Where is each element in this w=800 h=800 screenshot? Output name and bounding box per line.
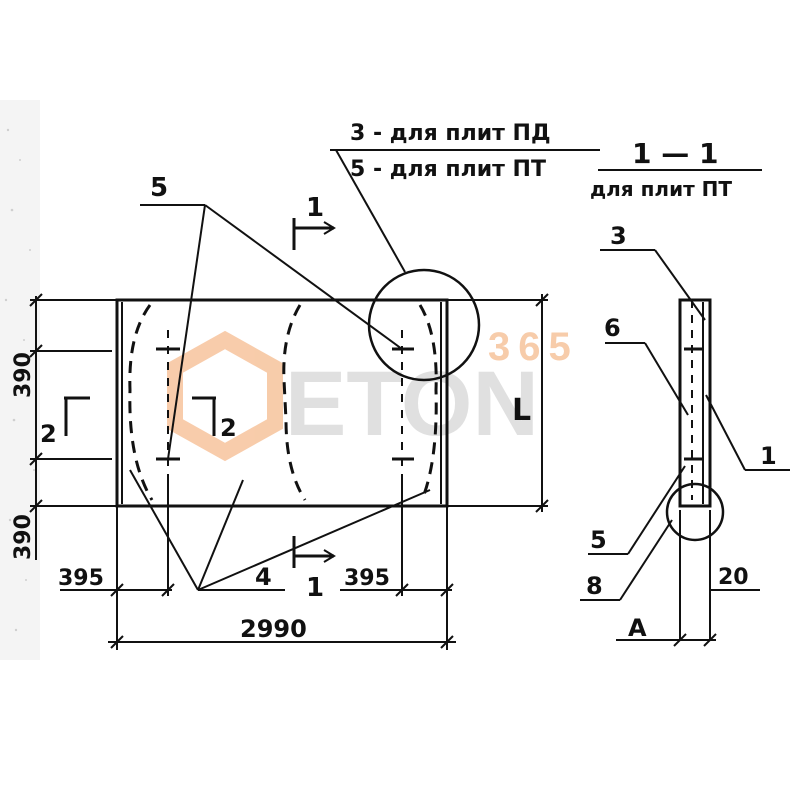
scan-noise: [0, 100, 40, 660]
plan-view: [115, 298, 449, 508]
section-callout-3: 3: [610, 222, 627, 250]
section-title: 1 — 1: [632, 137, 718, 170]
section-callout-A: A: [628, 614, 647, 642]
section-callout-8: 8: [586, 572, 603, 600]
detail-circle-section: [665, 482, 725, 542]
note-line-2: 5 - для плит ПТ: [350, 157, 546, 182]
section-callout-1: 1: [760, 442, 777, 470]
callout-L: L: [512, 393, 531, 428]
dim-left: [29, 293, 117, 560]
section-callout-6: 6: [604, 314, 621, 342]
section-outline: [678, 298, 712, 508]
detail-circle-plan: [367, 268, 481, 382]
plate-outline: [115, 298, 449, 508]
section-leaders: [580, 249, 790, 601]
section-marker-bottom: [292, 536, 336, 568]
dim-right: [447, 293, 549, 513]
leader-4: [129, 469, 431, 591]
section-callout-5: 5: [590, 526, 607, 554]
dim-390-top: 390: [11, 352, 36, 398]
callout-2-mid: 2: [220, 414, 237, 442]
note-leader: [330, 149, 600, 273]
dim-395-left: 395: [58, 566, 104, 591]
section-marker-2-left: [64, 396, 90, 436]
section-marker-2-mid: [192, 396, 216, 436]
note-line-1: 3 - для плит ПД: [350, 121, 551, 146]
section-view: [616, 298, 760, 647]
section-subtitle: для плит ПТ: [590, 177, 732, 201]
dim-2990: 2990: [240, 615, 307, 643]
watermark: ETON 365: [167, 325, 579, 462]
dim-395-right: 395: [344, 566, 390, 591]
callout-4: 4: [255, 563, 272, 591]
watermark-hexagon-icon: [167, 330, 283, 462]
dim-390-bottom: 390: [11, 514, 36, 560]
watermark-number: 365: [488, 325, 579, 369]
watermark-brand: ETON: [285, 353, 539, 455]
callout-1-bottom: 1: [306, 573, 324, 603]
callout-2-left: 2: [40, 420, 57, 448]
callout-1-top: 1: [306, 193, 324, 223]
callout-5-top: 5: [150, 173, 168, 203]
hidden-lines: [128, 304, 438, 501]
section-marker-top: [292, 218, 336, 250]
dim-20: 20: [718, 565, 749, 590]
